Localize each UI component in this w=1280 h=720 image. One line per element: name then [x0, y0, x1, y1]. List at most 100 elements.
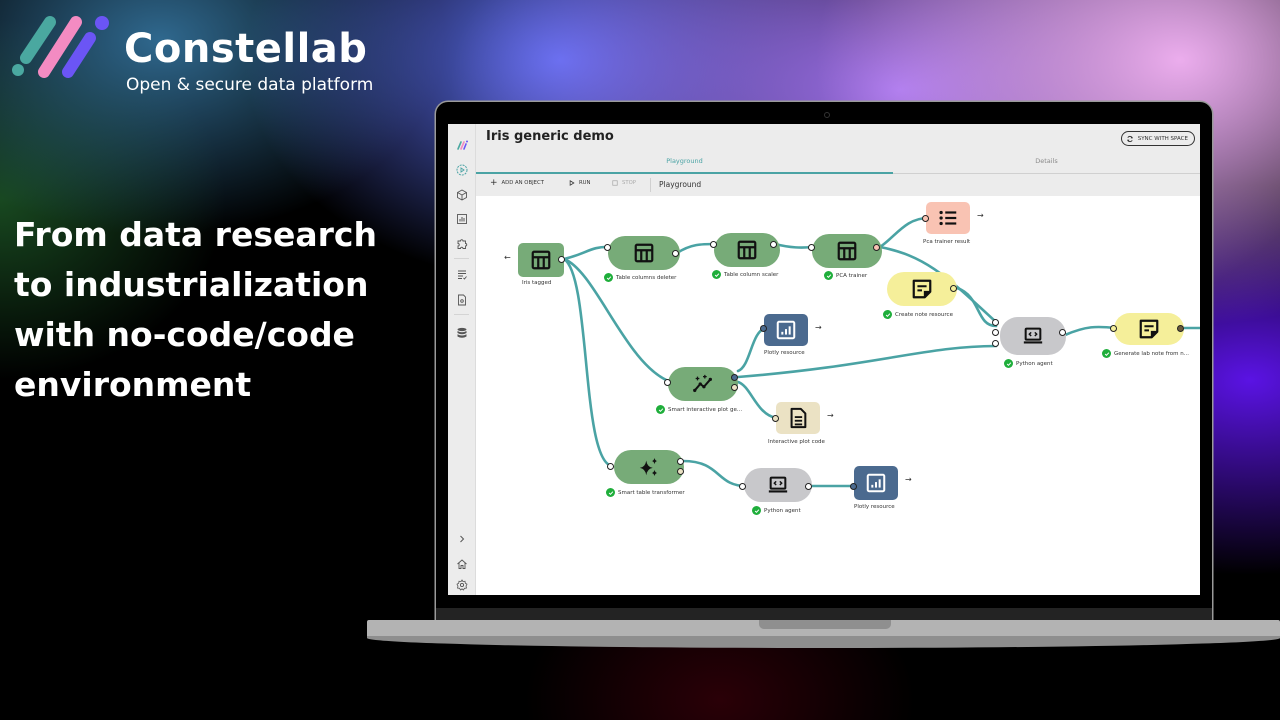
tab-details[interactable]: Details	[1035, 157, 1058, 165]
edge	[736, 344, 998, 379]
node-label-text: Plotly resource	[764, 350, 805, 356]
settings-icon[interactable]	[454, 577, 469, 592]
arrow-right-icon[interactable]: →	[977, 211, 984, 220]
sparkle-chart-icon	[692, 373, 714, 395]
node-port[interactable]	[663, 378, 671, 386]
add-object-button[interactable]: + ADD AN OBJECT	[490, 179, 544, 188]
node-label-text: Smart interactive plot ge...	[668, 406, 743, 413]
node-port[interactable]	[1109, 324, 1117, 332]
workflow-node-plotcode[interactable]	[776, 402, 820, 434]
node-label-text: Create note resource	[895, 311, 953, 318]
sidebar	[448, 124, 476, 595]
node-label: Smart interactive plot ge...	[656, 405, 742, 414]
active-tab-indicator	[476, 172, 893, 174]
notes-icon[interactable]	[454, 267, 469, 282]
add-object-label: ADD AN OBJECT	[501, 180, 544, 186]
node-label-text: Pca trainer result	[923, 239, 971, 245]
node-port[interactable]	[759, 324, 767, 332]
workflow-node-plotly2[interactable]	[854, 466, 898, 500]
workflow-node-deleter[interactable]	[608, 236, 680, 270]
node-label-text: Table columns deleter	[616, 274, 677, 281]
sync-with-space-button[interactable]: SYNC WITH SPACE	[1120, 131, 1195, 146]
arrow-right-icon[interactable]: →	[827, 411, 834, 420]
workflow-node-labnote[interactable]	[1114, 313, 1184, 345]
sidebar-divider	[454, 258, 469, 259]
node-port[interactable]	[991, 318, 999, 326]
node-port[interactable]	[603, 243, 611, 251]
node-label: Interactive plot code	[768, 439, 825, 445]
node-port[interactable]	[991, 339, 999, 347]
workflow-node-smartplot[interactable]	[668, 367, 738, 401]
node-port[interactable]	[949, 284, 957, 292]
arrow-left-icon[interactable]: ←	[504, 253, 511, 262]
node-port[interactable]	[991, 328, 999, 336]
workflow-node-smarttable[interactable]	[614, 450, 684, 484]
node-label: Smart table transformer	[606, 488, 685, 497]
node-port[interactable]	[709, 240, 717, 248]
headline-line: to industrialization	[14, 265, 369, 304]
node-port[interactable]	[671, 249, 679, 257]
puzzle-icon[interactable]	[454, 236, 469, 251]
workflow-node-pca[interactable]	[812, 234, 882, 268]
chevron-right-icon[interactable]	[454, 531, 469, 546]
node-port[interactable]	[921, 214, 929, 222]
node-port[interactable]	[730, 383, 738, 391]
success-check-icon	[824, 271, 833, 280]
app-header: Iris generic demo SYNC WITH SPACE Playgr…	[476, 124, 1200, 174]
database-icon[interactable]	[454, 325, 469, 340]
list-icon	[937, 207, 959, 229]
node-port[interactable]	[676, 457, 684, 465]
app-screen: Iris generic demo SYNC WITH SPACE Playgr…	[448, 124, 1200, 595]
constellab-logo-icon[interactable]	[454, 137, 469, 152]
note-icon	[911, 278, 933, 300]
workflow-node-pyagent2[interactable]	[744, 468, 812, 502]
node-port[interactable]	[557, 255, 565, 263]
node-port[interactable]	[1058, 328, 1066, 336]
node-label: Create note resource	[883, 310, 953, 319]
edge	[681, 459, 748, 488]
note-icon	[1138, 318, 1160, 340]
play-circle-icon[interactable]	[454, 162, 469, 177]
document-gear-icon[interactable]	[454, 292, 469, 307]
node-port[interactable]	[738, 482, 746, 490]
cube-icon[interactable]	[454, 187, 469, 202]
workflow-node-pcaresult[interactable]	[926, 202, 970, 234]
node-port[interactable]	[769, 240, 777, 248]
node-label: Python agent	[1004, 359, 1053, 368]
node-port[interactable]	[804, 482, 812, 490]
node-port[interactable]	[872, 243, 880, 251]
node-port[interactable]	[849, 482, 857, 490]
workflow-node-plotly1[interactable]	[764, 314, 808, 346]
brand-header: Constellab Open & secure data platform	[4, 8, 424, 98]
node-port[interactable]	[676, 467, 684, 475]
stop-button[interactable]: STOP	[612, 180, 636, 186]
node-port[interactable]	[807, 243, 815, 251]
tab-playground[interactable]: Playground	[666, 157, 703, 165]
chart-icon[interactable]	[454, 211, 469, 226]
table-icon	[736, 239, 758, 261]
workflow-node-pyagent1[interactable]	[1000, 317, 1066, 355]
node-port[interactable]	[606, 462, 614, 470]
workflow-node-note[interactable]	[887, 272, 957, 306]
node-label: Plotly resource	[854, 504, 895, 510]
arrow-right-icon[interactable]: →	[815, 323, 822, 332]
headline-line: From data research	[14, 215, 377, 254]
workflow-node-iris[interactable]	[518, 243, 564, 277]
node-port[interactable]	[1176, 324, 1184, 332]
headline-line: environment	[14, 365, 252, 404]
home-icon[interactable]	[454, 556, 469, 571]
edge	[955, 286, 998, 328]
sync-icon	[1126, 135, 1133, 142]
node-port[interactable]	[730, 373, 738, 381]
laptop-chin	[436, 608, 1212, 622]
headline: From data research to industrialization …	[14, 210, 414, 410]
laptop-code-icon	[767, 474, 789, 496]
run-button[interactable]: RUN	[569, 180, 591, 186]
chart-icon	[775, 319, 797, 341]
node-label-text: Smart table transformer	[618, 489, 685, 496]
arrow-right-icon[interactable]: →	[905, 475, 912, 484]
workflow-node-scaler[interactable]	[714, 233, 780, 267]
node-port[interactable]	[771, 414, 779, 422]
success-check-icon	[752, 506, 761, 515]
